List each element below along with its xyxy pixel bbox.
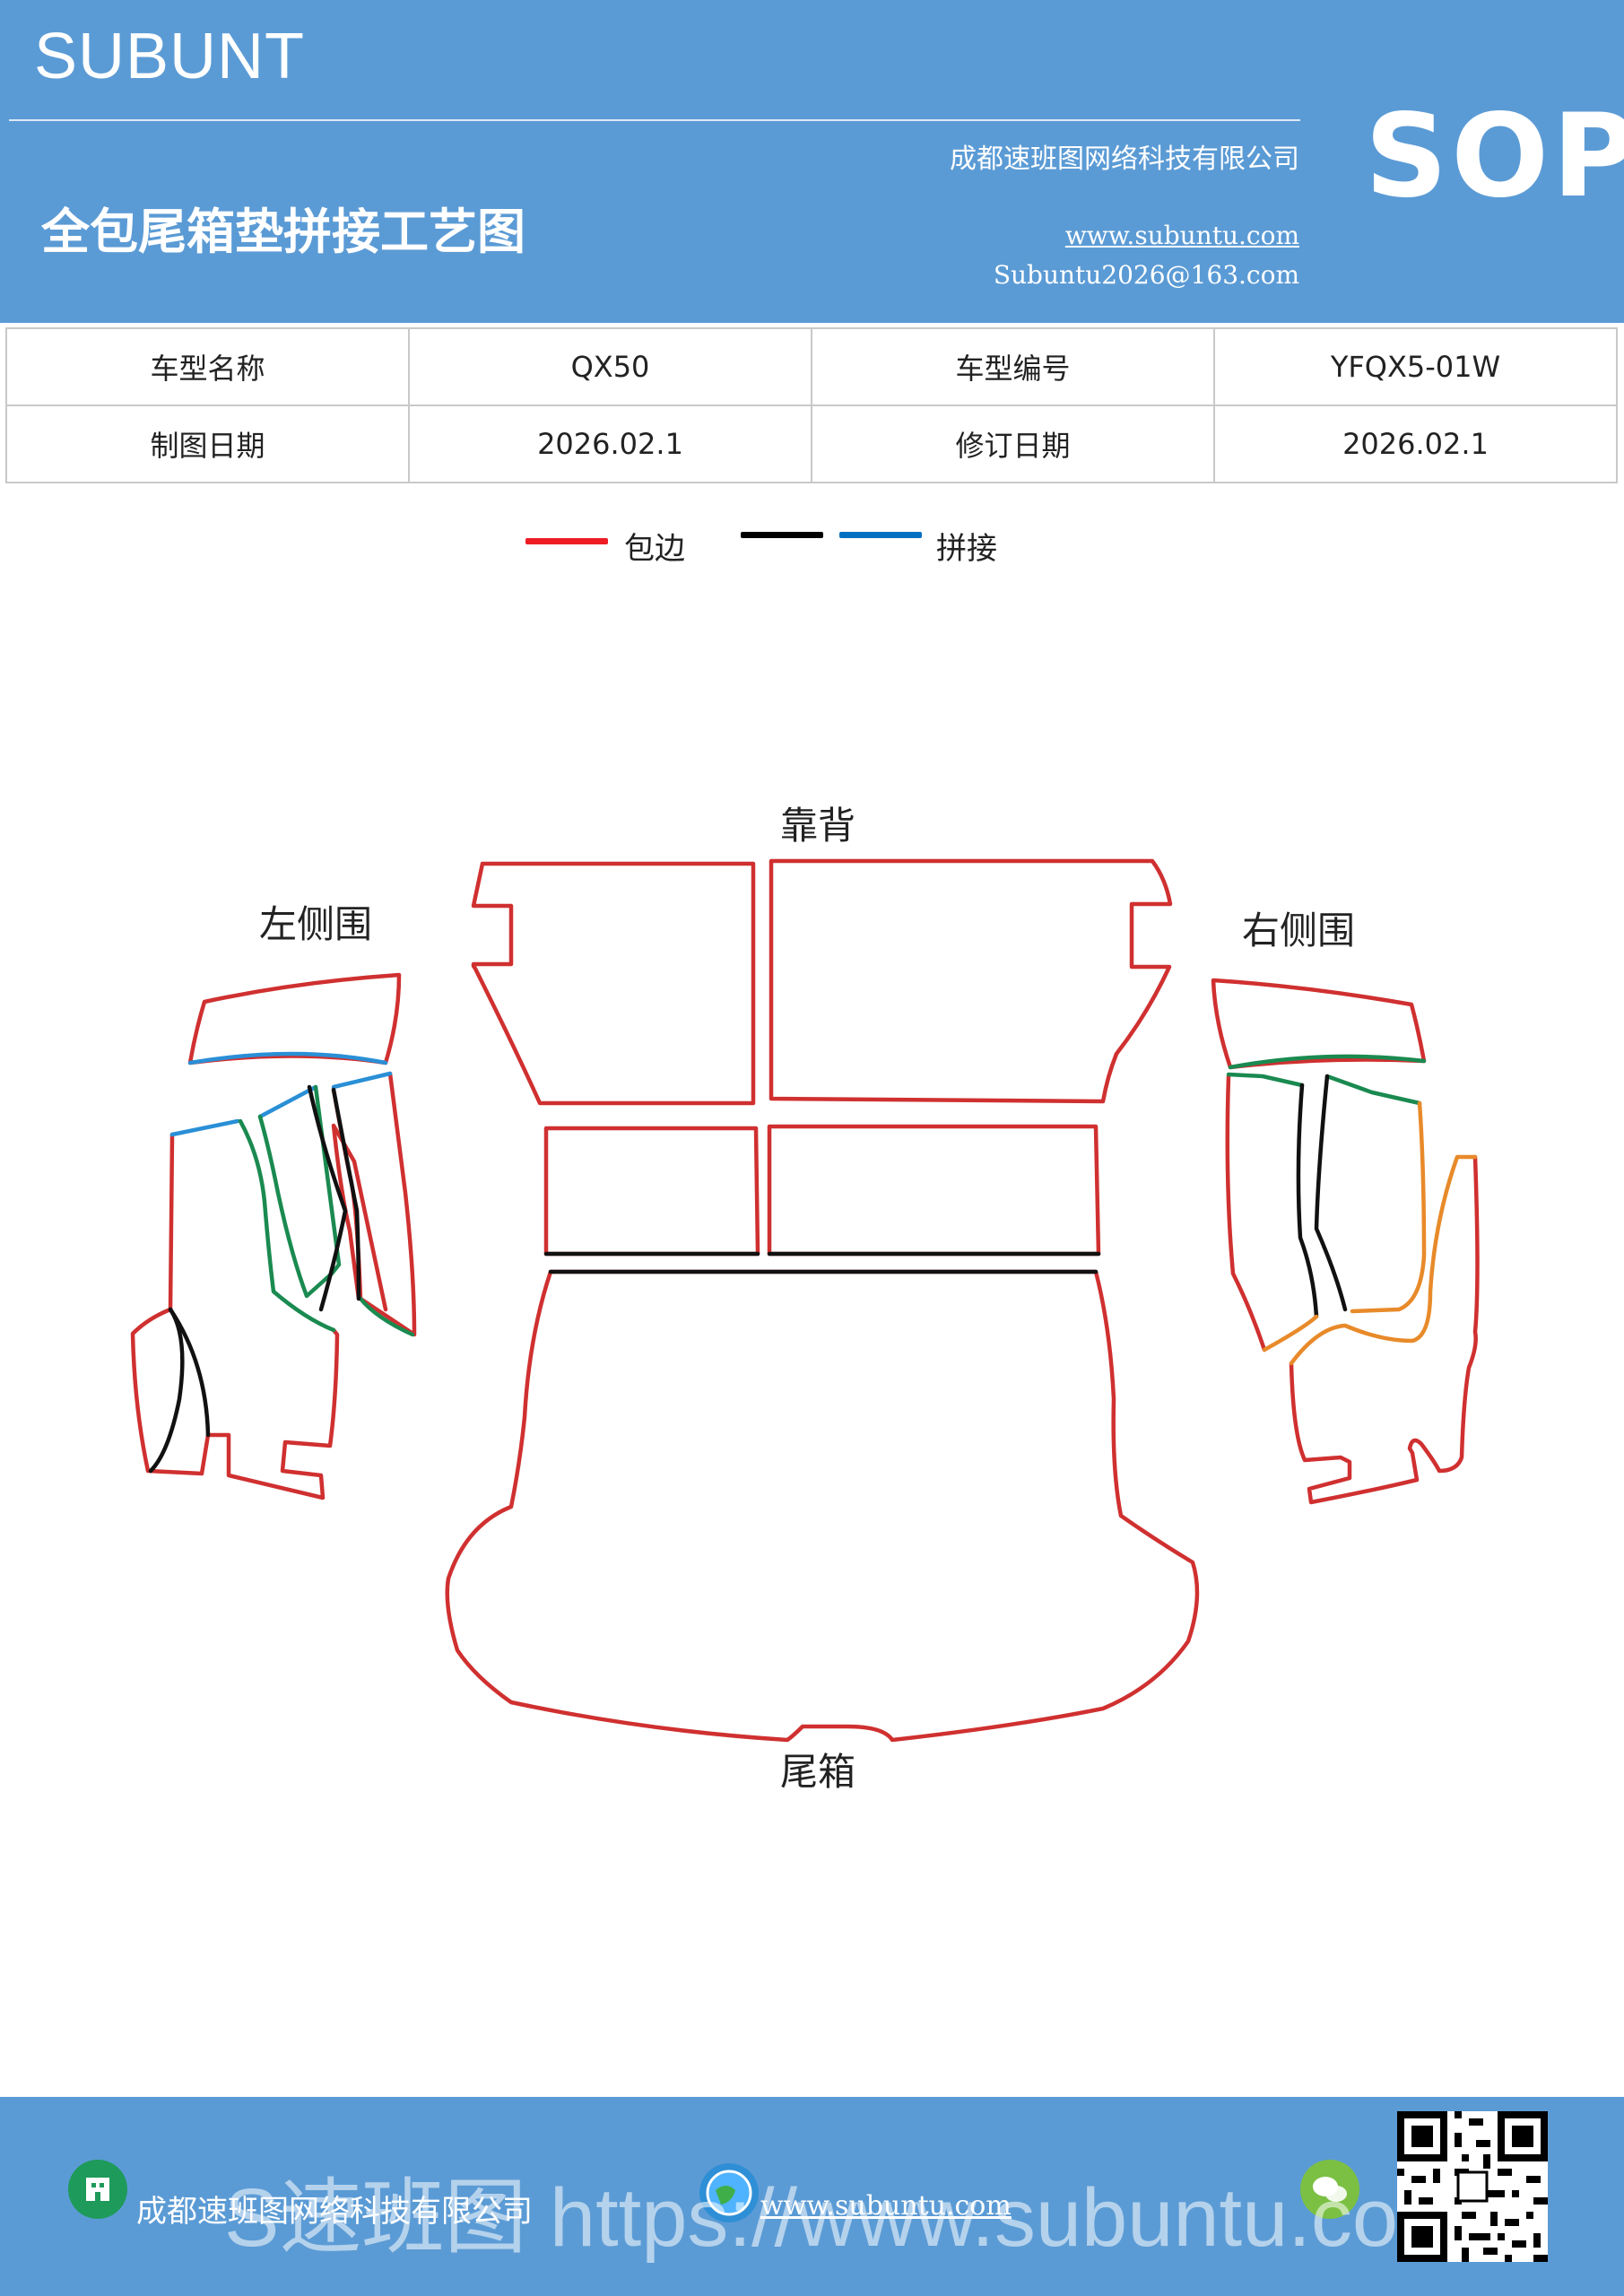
splice-black-right-b — [1314, 1074, 1348, 1312]
splice-blue-left-c — [331, 1071, 393, 1090]
splice-blue-left-a — [169, 1118, 240, 1137]
page-footer: 成都速班图网络科技有限公司 www.subuntu.com S速班图 https… — [0, 2097, 1624, 2296]
page-header: SUBUNT 成都速班图网络科技有限公司 全包尾箱垫拼接工艺图 www.subu… — [0, 0, 1624, 323]
splice-black-left-d — [331, 1087, 361, 1301]
value-model-code: YFQX5-01W — [1213, 327, 1618, 406]
value-model-name: QX50 — [408, 327, 812, 406]
splice-orange-right-a — [1350, 1100, 1427, 1314]
sop-badge: SOP — [1365, 90, 1624, 223]
watermark-text: S速班图 https://www.subuntu.com — [224, 2172, 1467, 2264]
left-lower-panel — [130, 1132, 340, 1500]
splice-green-right-a — [1226, 1072, 1305, 1088]
header-divider — [9, 119, 1300, 121]
label-revision-date: 修订日期 — [811, 404, 1215, 483]
splice-green-right-top — [1228, 1054, 1427, 1070]
splice-green-left-a — [238, 1118, 336, 1333]
qr-code — [1397, 2111, 1548, 2262]
splice-blue-left-top — [187, 1051, 388, 1065]
middle-right-panel — [767, 1124, 1101, 1257]
table-row: 制图日期 2026.02.1 修订日期 2026.02.1 — [5, 404, 1618, 483]
legend-label-splice: 拼接 — [936, 531, 997, 567]
splice-orange-right-b — [1262, 1314, 1319, 1352]
label-model-name: 车型名称 — [5, 327, 410, 406]
legend-swatch-splice — [839, 532, 922, 538]
footer-company-name: 成都速班图网络科技有限公司 — [136, 2194, 533, 2230]
splice-green-right-b — [1324, 1074, 1422, 1106]
legend-swatch-black — [741, 532, 823, 538]
back-left-panel — [471, 861, 756, 1106]
middle-left-panel — [543, 1126, 760, 1257]
right-lower-panel — [1225, 1074, 1480, 1505]
splice-lines — [148, 1051, 1478, 1474]
building-icon — [68, 2160, 127, 2219]
splice-orange-right-c — [1289, 1154, 1478, 1366]
website-link[interactable]: www.subuntu.com — [1064, 221, 1299, 250]
document-title: 全包尾箱垫拼接工艺图 — [41, 203, 525, 260]
globe-icon — [699, 2163, 759, 2222]
legend-swatch-edge — [525, 538, 608, 544]
label-drawing-date: 制图日期 — [5, 404, 410, 483]
edge-outlines — [130, 858, 1480, 1743]
label-trunk: 尾箱 — [780, 1750, 855, 1794]
legend: 包边 拼接 — [0, 529, 1624, 567]
label-left-side: 左侧围 — [259, 902, 372, 946]
value-revision-date: 2026.02.1 — [1213, 404, 1618, 483]
value-drawing-date: 2026.02.1 — [408, 404, 812, 483]
brand-name: SUBUNT — [34, 21, 306, 92]
right-upper-panel — [1211, 978, 1427, 1070]
legend-label-edge: 包边 — [624, 531, 685, 567]
splice-green-left-c — [358, 1296, 415, 1337]
label-back: 靠背 — [780, 804, 855, 848]
label-right-side: 右侧围 — [1242, 909, 1355, 952]
vehicle-info-table: 车型名称 QX50 车型编号 YFQX5-01W 制图日期 2026.02.1 … — [5, 327, 1618, 483]
splice-green-left-b — [257, 1084, 342, 1299]
back-right-panel — [769, 858, 1173, 1104]
trunk-mat-diagram: 靠背 左侧围 右侧围 尾箱 — [130, 804, 1480, 1794]
splice-black-left-c — [307, 1084, 348, 1312]
label-model-code: 车型编号 — [811, 327, 1215, 406]
splice-black-left-b — [168, 1307, 211, 1438]
splice-black-right-a — [1296, 1083, 1319, 1319]
footer-website-link[interactable]: www.subuntu.com — [760, 2190, 1012, 2222]
wechat-icon — [1300, 2160, 1359, 2219]
table-row: 车型名称 QX50 车型编号 YFQX5-01W — [5, 327, 1618, 406]
splice-blue-left-b — [257, 1084, 318, 1119]
company-name: 成都速班图网络科技有限公司 — [950, 144, 1299, 175]
trunk-floor-panel — [445, 1269, 1200, 1743]
left-upper-panel — [187, 972, 402, 1065]
email-address: Subuntu2026@163.com — [993, 260, 1299, 290]
splice-black-left-a — [148, 1307, 185, 1474]
